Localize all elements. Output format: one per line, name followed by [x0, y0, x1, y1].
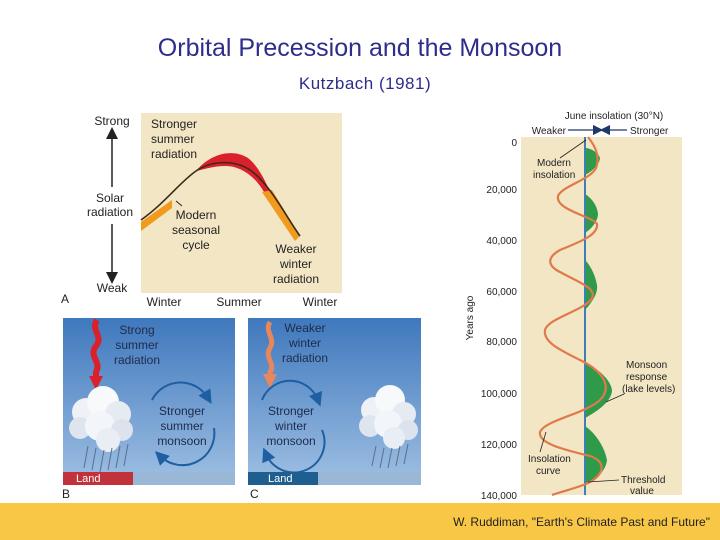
panel-c-top-2: winter — [288, 336, 321, 350]
panel-c-rain — [371, 443, 409, 469]
threshold-pointer — [587, 479, 620, 483]
insolation-curve-label-2: curve — [536, 466, 561, 477]
strong-radiation-arrow — [90, 318, 102, 378]
panel-b-rain — [83, 443, 129, 473]
panel-b-circle-1: Stronger — [159, 404, 205, 418]
panel-c-circle-1: Stronger — [268, 404, 314, 418]
panel-b-circle-2: summer — [160, 419, 203, 433]
y-tick-0: 0 — [511, 138, 517, 149]
weak-radiation-arrow — [265, 320, 275, 376]
stronger-label-1: Stronger — [151, 117, 197, 131]
modern-label-3: cycle — [182, 238, 210, 252]
panel-b-circle-bottom — [154, 427, 216, 467]
x-label-winter-right: Winter — [303, 295, 338, 309]
strong-label: Strong — [94, 114, 129, 128]
insolation-curve-pointer — [539, 431, 547, 453]
winter-radiation-decrease-right — [262, 190, 300, 241]
modern-insolation-pointer — [559, 139, 587, 159]
x-label-summer: Summer — [216, 295, 261, 309]
y-tick-5: 100,000 — [481, 389, 518, 400]
panel-b-land — [63, 472, 133, 485]
panel-c-top-3: radiation — [282, 351, 328, 365]
panel-c-circle-3: monsoon — [266, 434, 315, 448]
strong-radiation-arrowhead — [89, 376, 103, 390]
stronger-label-2: summer — [151, 132, 194, 146]
weaker-label-1: Weaker — [275, 242, 316, 256]
panel-b: Strong summer radiation Stronger summer … — [62, 318, 235, 501]
solar-label-1: Solar — [96, 191, 124, 205]
modern-seasonal-cycle-curve — [140, 161, 301, 237]
monsoon-response-1: Monsoon — [626, 360, 667, 371]
y-axis-label: Years ago — [465, 295, 476, 340]
panel-b-sea — [133, 472, 235, 485]
panel-a: Strong Weak Solar radiation Stronger sum… — [61, 113, 342, 309]
monsoon-response-2: response — [626, 372, 668, 383]
panel-b-circle-3: monsoon — [157, 434, 206, 448]
threshold-label-1: Threshold — [621, 475, 665, 486]
slide-subtitle: Kutzbach (1981) — [298, 74, 432, 93]
stronger-label-3: radiation — [151, 147, 197, 161]
footer-bar: W. Ruddiman, "Earth's Climate Past and F… — [0, 503, 720, 540]
panel-d-stronger: Stronger — [630, 126, 669, 137]
panel-b-circle-top — [151, 381, 212, 405]
panel-b-top-2: summer — [115, 338, 158, 352]
modern-insolation-2: insolation — [533, 170, 575, 181]
panel-c-circle-2: winter — [274, 419, 307, 433]
panel-d-chart-bg — [521, 137, 682, 495]
panel-d-weaker: Weaker — [532, 126, 567, 137]
panel-c-circle-bottom — [262, 429, 326, 474]
panel-c-letter: C — [250, 487, 259, 501]
insolation-curve — [538, 136, 607, 497]
monsoon-response-3: (lake levels) — [622, 384, 675, 395]
panel-b-top-3: radiation — [114, 353, 160, 367]
credit-text: W. Ruddiman, "Earth's Climate Past and F… — [453, 515, 710, 529]
modern-label-2: seasonal — [172, 223, 220, 237]
winter-radiation-decrease-left — [141, 200, 172, 231]
panel-b-cloud — [69, 386, 133, 452]
weaker-label-2: winter — [279, 257, 312, 271]
y-tick-4: 80,000 — [486, 337, 517, 348]
panel-b-land-label: Land — [76, 473, 100, 485]
panel-d-header: June insolation (30°N) — [565, 111, 664, 122]
monsoon-response-pointer — [605, 393, 625, 403]
modern-label-1: Modern — [176, 208, 217, 222]
panel-b-letter: B — [62, 487, 70, 501]
slide-title: Orbital Precession and the Monsoon — [157, 34, 563, 62]
x-label-winter-left: Winter — [147, 295, 182, 309]
y-tick-6: 120,000 — [481, 440, 518, 451]
threshold-label-2: value — [630, 486, 654, 497]
weak-radiation-arrowhead — [263, 374, 277, 388]
solar-label-2: radiation — [87, 205, 133, 219]
panel-c-cloud — [359, 385, 418, 449]
panel-c-land-label: Land — [268, 473, 292, 485]
y-tick-7: 140,000 — [481, 491, 518, 502]
panel-b-top-1: Strong — [119, 323, 154, 337]
panel-c-circle-top — [261, 379, 323, 407]
y-tick-3: 60,000 — [486, 287, 517, 298]
panel-c-sea — [318, 472, 421, 485]
panel-c: Weaker winter radiation Stronger winter … — [248, 318, 421, 501]
y-tick-1: 20,000 — [486, 185, 517, 196]
panel-a-chart-bg — [141, 113, 342, 293]
y-tick-2: 40,000 — [486, 236, 517, 247]
insolation-curve-label-1: Insolation — [528, 454, 571, 465]
panel-c-top-1: Weaker — [284, 321, 325, 335]
panel-c-land — [248, 472, 318, 485]
weak-label: Weak — [97, 281, 128, 295]
panel-a-letter: A — [61, 292, 69, 306]
panel-d: June insolation (30°N) Weaker Stronger 0… — [459, 108, 691, 503]
modern-pointer — [175, 200, 183, 207]
modern-insolation-1: Modern — [537, 158, 571, 169]
monsoon-response-fills — [585, 148, 612, 485]
weaker-label-3: radiation — [273, 272, 319, 286]
